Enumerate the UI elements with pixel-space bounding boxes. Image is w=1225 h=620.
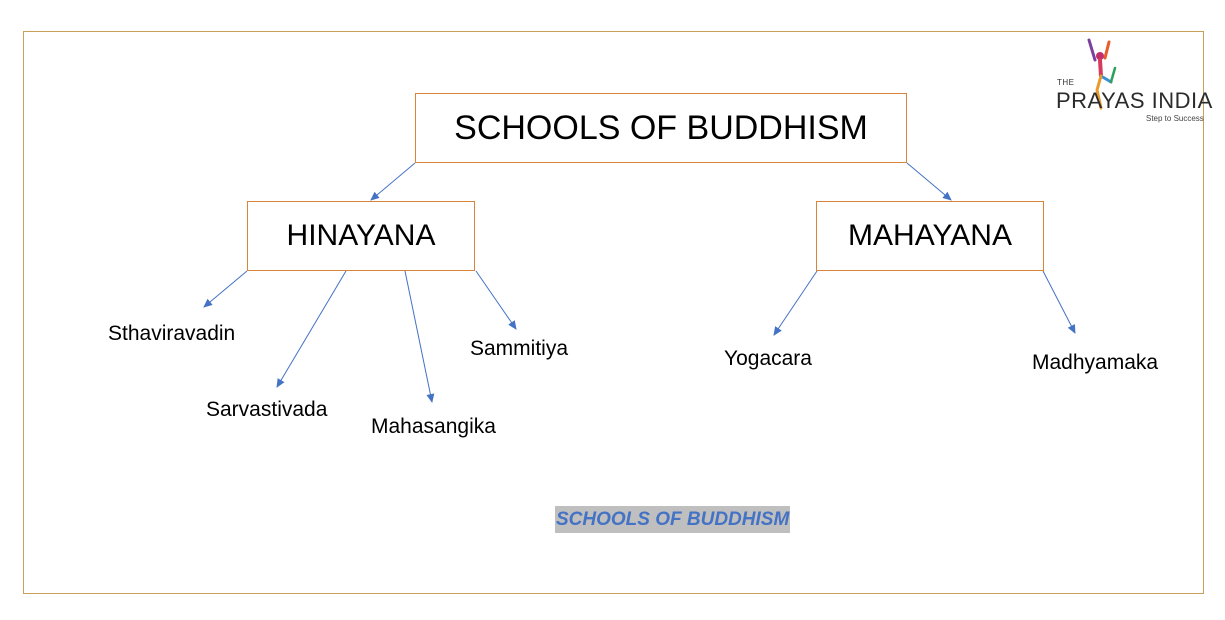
prayas-india-logo: THE PRAYAS INDIA Step to Success <box>1050 38 1212 128</box>
logo-tagline-text: Step to Success <box>1146 114 1204 123</box>
dancer-figure-icon <box>1087 38 1117 110</box>
school-sthaviravadin: Sthaviravadin <box>108 322 236 345</box>
hinayana-node: HINAYANA <box>247 201 475 271</box>
logo-the-text: THE <box>1057 78 1075 87</box>
diagram-caption: SCHOOLS OF BUDDHISM <box>555 506 791 533</box>
school-madhyamaka: Madhyamaka <box>1032 351 1159 374</box>
diagram-frame <box>23 31 1204 594</box>
school-mahasangika: Mahasangika <box>371 415 496 438</box>
mahayana-node: MAHAYANA <box>816 201 1044 271</box>
school-sarvastivada: Sarvastivada <box>206 398 328 421</box>
root-node: SCHOOLS OF BUDDHISM <box>415 93 907 163</box>
school-yogacara: Yogacara <box>724 347 812 370</box>
school-sammitiya: Sammitiya <box>470 337 569 360</box>
logo-name-text: PRAYAS INDIA <box>1056 88 1213 113</box>
